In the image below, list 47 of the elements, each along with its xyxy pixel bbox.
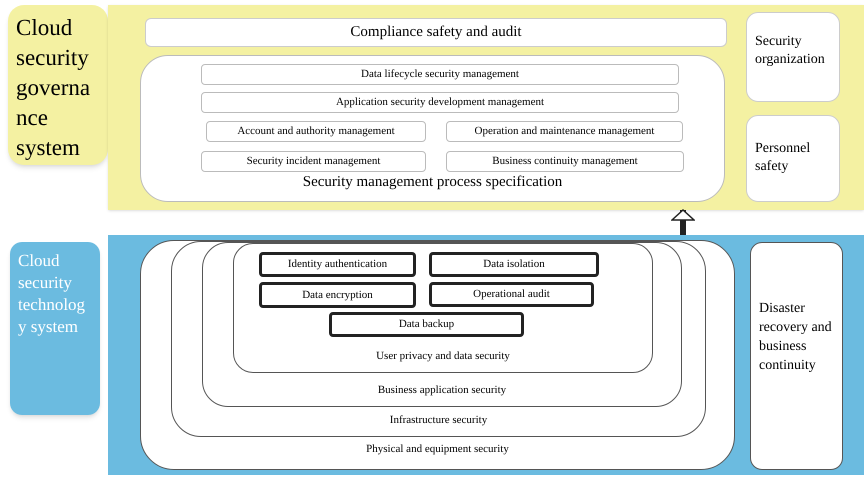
node-label: Security incident management (246, 154, 380, 170)
process-box (429, 252, 599, 277)
node-label: Data backup (398, 317, 454, 332)
layer-box (171, 241, 706, 437)
system-label-box (8, 5, 108, 165)
node-label: Account and authority management (237, 124, 395, 140)
process-box (429, 282, 594, 307)
node-label: Cloud security governance system (16, 14, 92, 162)
process-box (746, 12, 840, 102)
process-box (201, 92, 679, 113)
node-label: Data lifecycle security management (361, 67, 519, 82)
node-label: Data isolation (483, 257, 545, 272)
node-label: Physical and equipment security (366, 442, 509, 456)
process-box (145, 18, 727, 47)
process-box (750, 242, 843, 470)
node-label: Cloud security technology system (18, 250, 86, 338)
process-box (329, 312, 524, 337)
process-box (206, 121, 426, 142)
process-box (259, 282, 416, 308)
node-label: Compliance safety and audit (350, 23, 522, 42)
node-label: Application security development management (336, 95, 544, 110)
node-label: Data encryption (302, 288, 373, 303)
layer-box (140, 240, 735, 470)
node-label: Business continuity management (492, 154, 638, 170)
node-label: Infrastructure security (390, 412, 488, 428)
node-label: User privacy and data security (376, 348, 510, 364)
technology-panel (108, 235, 864, 475)
process-box (746, 115, 840, 202)
layer-box (233, 243, 653, 373)
arrow (671, 209, 695, 235)
node-label: Personnel safety (755, 140, 812, 176)
node-label: Disaster recovery and business continuity (759, 300, 833, 375)
node-label: Operation and maintenance management (474, 124, 654, 140)
process-box (259, 252, 416, 277)
process-group-box (140, 55, 725, 202)
layer-box (202, 242, 682, 407)
process-box (201, 151, 426, 172)
governance-panel (108, 5, 864, 210)
process-box (446, 121, 683, 142)
node-label: Identity authentication (288, 257, 388, 272)
process-box (446, 151, 684, 172)
node-label: Security management process specification (302, 172, 562, 192)
system-label-box (10, 242, 100, 415)
node-label: Operational audit (473, 287, 550, 302)
node-label: Security organization (755, 33, 826, 69)
node-label: Business application security (378, 382, 506, 398)
process-box (201, 64, 679, 85)
